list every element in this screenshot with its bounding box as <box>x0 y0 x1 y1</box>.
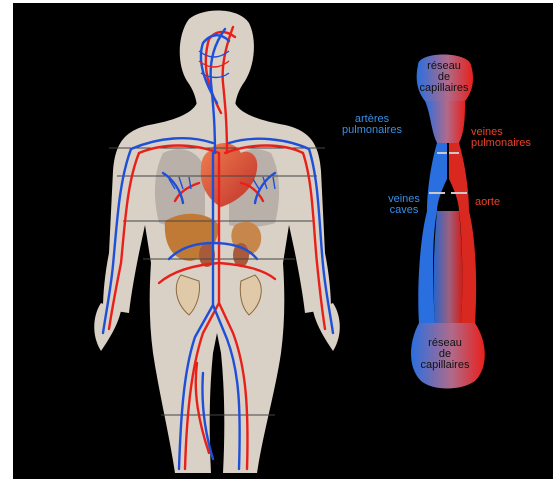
diagram-frame: réseau de capillaires artères pulmonaire… <box>13 3 553 479</box>
pulmonary-conduit <box>425 101 465 143</box>
right-hand <box>313 303 340 351</box>
systemic-middle <box>434 211 463 323</box>
label-capillaries-bottom: réseau de capillaires <box>417 338 473 371</box>
label-capillaries-top: réseau de capillaires <box>416 61 472 94</box>
head-shape <box>180 10 254 109</box>
human-body <box>94 10 340 473</box>
label-venae-cavae: veines caves <box>381 194 427 216</box>
label-aorta: aorte <box>475 197 515 208</box>
label-pulmonary-veins: veines pulmonaires <box>471 127 551 149</box>
label-pulmonary-arteries: artères pulmonaires <box>339 114 405 136</box>
circulation-illustration <box>13 3 553 479</box>
